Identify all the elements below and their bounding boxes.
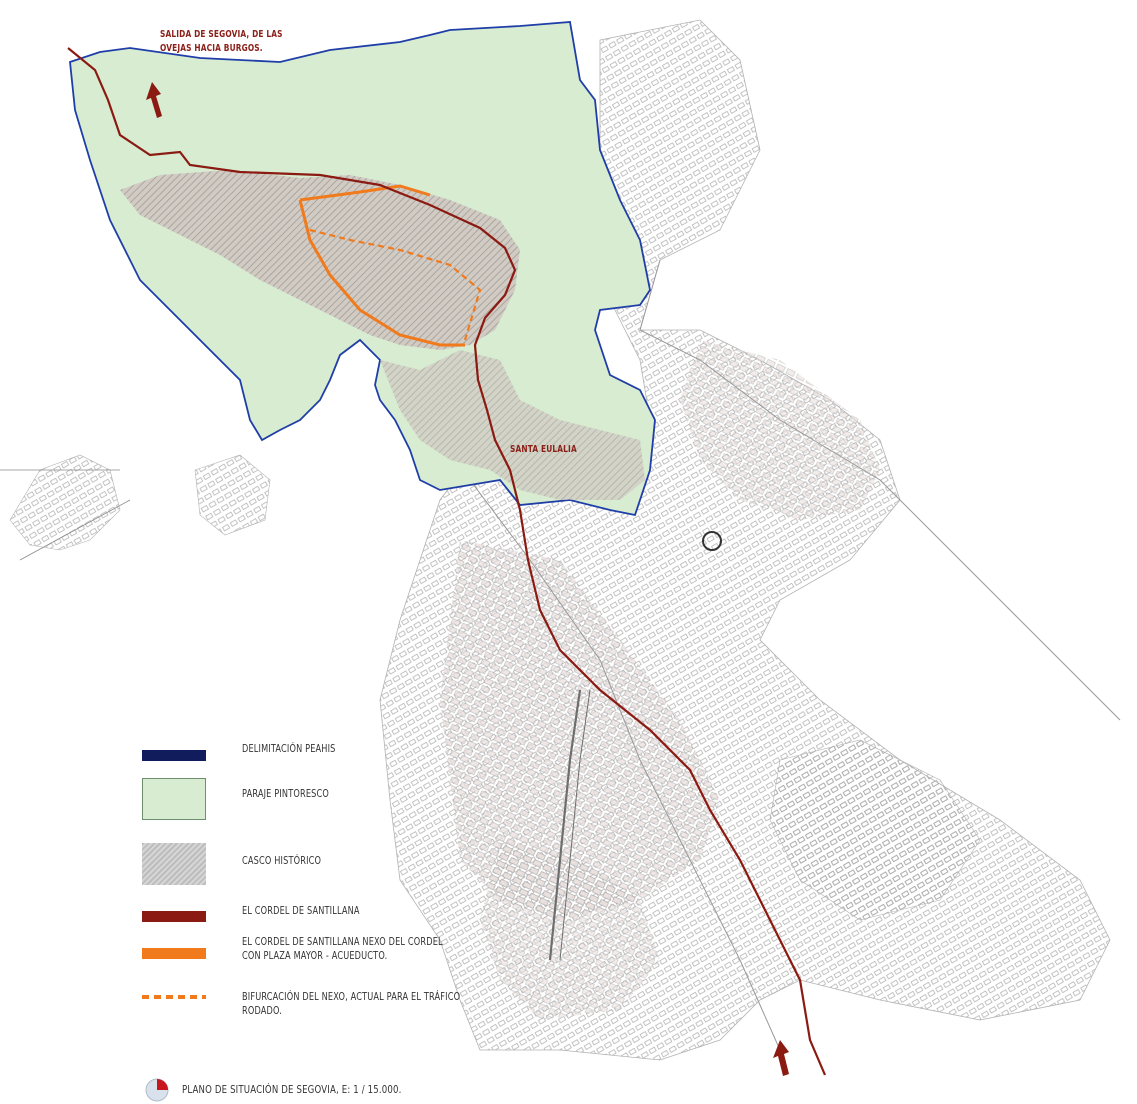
legend-label-paraje: PARAJE PINTORESCO — [242, 788, 329, 800]
scale-pie-icon — [145, 1078, 169, 1102]
legend-swatch-peahis — [142, 750, 206, 761]
map-annotation-salida: SALIDA DE SEGOVIA, DE LAS OVEJAS HACIA B… — [160, 28, 283, 56]
legend-label-peahis: DELIMITACIÓN PEAHIS — [242, 743, 336, 755]
nexo-line-1: EL CORDEL DE SANTILLANA NEXO DEL CORDEL — [242, 936, 443, 948]
urban-fabric — [0, 19, 1121, 1061]
map-label-santa-eulalia: SANTA EULALIA — [510, 444, 577, 455]
legend-swatch-cordel — [142, 911, 206, 922]
legend-swatch-casco — [142, 843, 206, 885]
legend-swatch-nexo — [142, 948, 206, 959]
cordel-santillana-route — [67, 47, 827, 1076]
north-arrow-icon — [146, 82, 162, 118]
legend-label-nexo: EL CORDEL DE SANTILLANA NEXO DEL CORDEL … — [242, 935, 443, 963]
salida-line-2: OVEJAS HACIA BURGOS. — [160, 43, 263, 54]
legend-label-casco: CASCO HISTÓRICO — [242, 855, 322, 867]
bifurcacion-line-1: BIFURCACIÓN DEL NEXO, ACTUAL PARA EL TRÁ… — [242, 991, 461, 1003]
nexo-bifurcation — [309, 228, 482, 341]
legend-swatch-bifurcacion — [142, 995, 206, 999]
legend-label-bifurcacion: BIFURCACIÓN DEL NEXO, ACTUAL PARA EL TRÁ… — [242, 990, 460, 1018]
bifurcacion-line-2: RODADO. — [242, 1005, 283, 1017]
nexo-line-2: CON PLAZA MAYOR - ACUEDUCTO. — [242, 950, 388, 962]
salida-line-1: SALIDA DE SEGOVIA, DE LAS — [160, 29, 283, 40]
legend-swatch-paraje — [142, 778, 206, 820]
nexo-route — [298, 184, 465, 347]
legend-label-cordel: EL CORDEL DE SANTILLANA — [242, 905, 360, 917]
scale-caption: PLANO DE SITUACIÓN DE SEGOVIA, E: 1 / 15… — [182, 1083, 402, 1096]
roundabout — [702, 531, 722, 551]
route-arrow-icon — [773, 1040, 789, 1076]
